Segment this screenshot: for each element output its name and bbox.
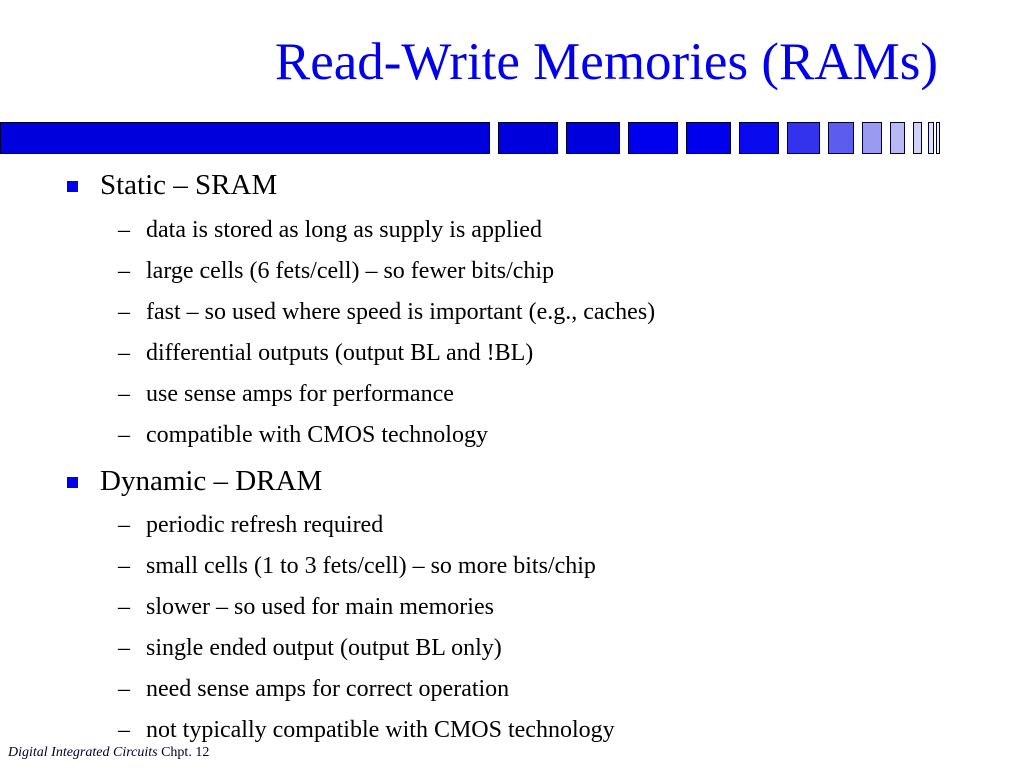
list-item: compatible with CMOS technology <box>146 422 488 448</box>
bar-segment <box>890 122 905 154</box>
list-item: differential outputs (output BL and !BL) <box>146 340 534 366</box>
dash-icon: – <box>118 340 130 366</box>
footer-book-title: Digital Integrated Circuits <box>8 745 158 760</box>
dash-icon: – <box>118 217 130 243</box>
slide-footer: Digital Integrated Circuits Chpt. 12 <box>8 746 209 760</box>
list-item: not typically compatible with CMOS techn… <box>146 717 615 743</box>
dash-icon: – <box>118 717 130 743</box>
list-item: slower – so used for main memories <box>146 594 494 620</box>
bar-segment <box>566 122 620 154</box>
list-item: use sense amps for performance <box>146 381 454 407</box>
bar-segment <box>686 122 731 154</box>
bar-segment <box>498 122 558 154</box>
bar-segment <box>928 122 934 154</box>
bar-segment <box>628 122 678 154</box>
bar-segment <box>862 122 882 154</box>
bar-segment <box>913 122 922 154</box>
list-item: data is stored as long as supply is appl… <box>146 217 542 243</box>
square-bullet-icon <box>67 181 78 192</box>
section-heading: Dynamic – DRAM <box>100 465 323 497</box>
dash-icon: – <box>118 676 130 702</box>
list-item: need sense amps for correct operation <box>146 676 510 702</box>
bar-segment <box>828 122 854 154</box>
bar-segment <box>0 122 490 154</box>
list-item: large cells (6 fets/cell) – so fewer bit… <box>146 258 555 284</box>
bar-segment <box>739 122 779 154</box>
section-heading: Static – SRAM <box>100 169 278 201</box>
dash-icon: – <box>118 594 130 620</box>
dash-icon: – <box>118 258 130 284</box>
dash-icon: – <box>118 553 130 579</box>
list-item: fast – so used where speed is important … <box>146 299 656 325</box>
dash-icon: – <box>118 512 130 538</box>
footer-chapter: Chpt. 12 <box>161 745 210 760</box>
dash-icon: – <box>118 635 130 661</box>
decorative-bar <box>0 122 940 154</box>
list-item: small cells (1 to 3 fets/cell) – so more… <box>146 553 596 579</box>
dash-icon: – <box>118 299 130 325</box>
square-bullet-icon <box>67 477 78 488</box>
slide-title: Read-Write Memories (RAMs) <box>274 33 938 91</box>
list-item: periodic refresh required <box>146 512 384 538</box>
bar-segment <box>787 122 820 154</box>
dash-icon: – <box>118 422 130 448</box>
dash-icon: – <box>118 381 130 407</box>
list-item: single ended output (output BL only) <box>146 635 502 661</box>
bar-segment <box>936 122 940 154</box>
